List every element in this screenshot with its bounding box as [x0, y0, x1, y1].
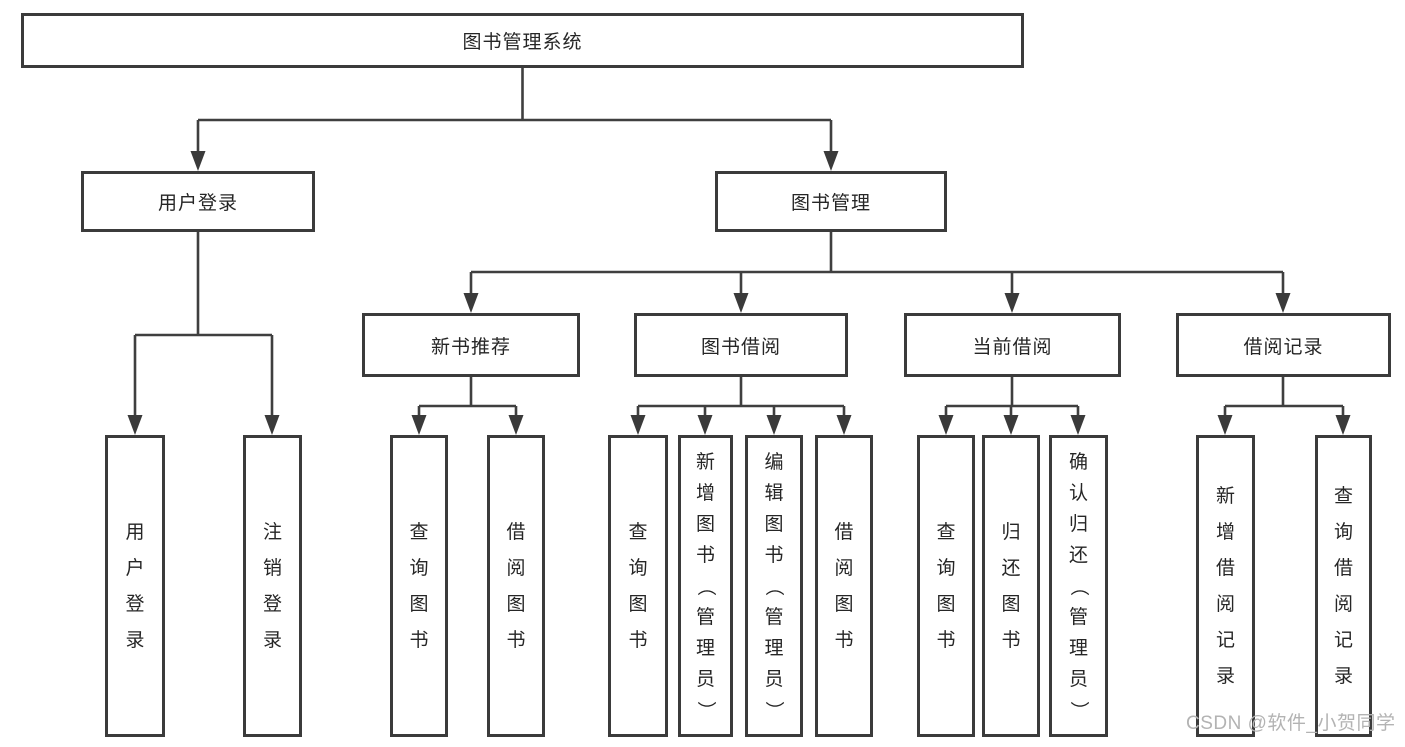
- leaf-return-books: 归还图书: [982, 435, 1040, 737]
- node-book-borrow: 图书借阅: [634, 313, 848, 377]
- leaf-confirm-return-admin: 确认归还（管理员）: [1049, 435, 1108, 737]
- leaf-add-books-admin: 新增图书（管理员）: [678, 435, 733, 737]
- leaf-user-login: 用户登录: [105, 435, 165, 737]
- node-book-management: 图书管理: [715, 171, 947, 232]
- node-new-book-recommend: 新书推荐: [362, 313, 580, 377]
- leaf-query-borrow-record: 查询借阅记录: [1315, 435, 1372, 737]
- leaf-borrow-books-recommend: 借阅图书: [487, 435, 545, 737]
- leaf-query-books-current: 查询图书: [917, 435, 975, 737]
- leaf-query-books-recommend: 查询图书: [390, 435, 448, 737]
- leaf-query-books-borrow: 查询图书: [608, 435, 668, 737]
- node-borrow-records: 借阅记录: [1176, 313, 1391, 377]
- node-current-borrow: 当前借阅: [904, 313, 1121, 377]
- csdn-watermark: CSDN @软件_小贺同学: [1186, 713, 1396, 734]
- leaf-logout: 注销登录: [243, 435, 302, 737]
- node-user-login: 用户登录: [81, 171, 315, 232]
- leaf-add-borrow-record: 新增借阅记录: [1196, 435, 1255, 737]
- node-library-management-system: 图书管理系统: [21, 13, 1024, 68]
- leaf-edit-books-admin: 编辑图书（管理员）: [745, 435, 803, 737]
- leaf-borrow-books: 借阅图书: [815, 435, 873, 737]
